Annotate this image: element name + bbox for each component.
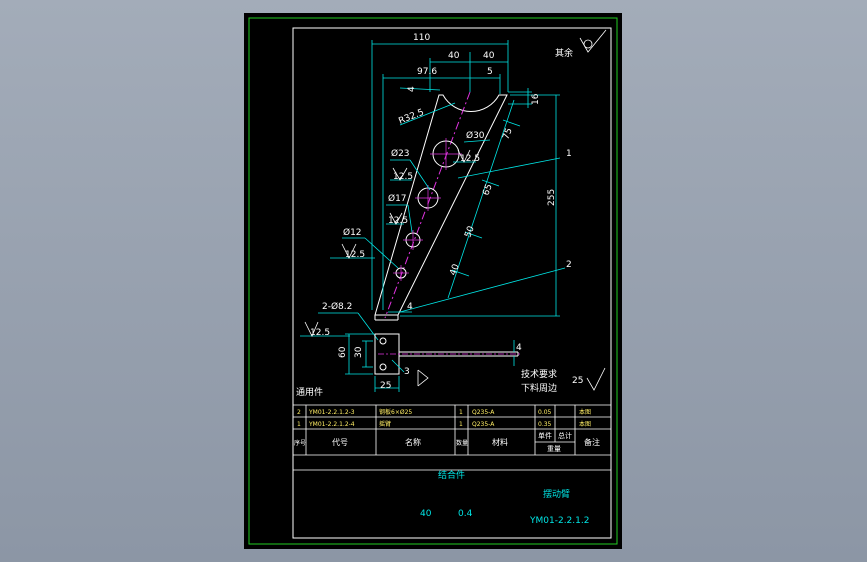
dim-4-top: 4 xyxy=(407,86,417,92)
requirement-text: 下料周边 xyxy=(521,382,557,394)
bom-table xyxy=(293,404,611,456)
roughness-value: 12.5 xyxy=(393,172,413,182)
assembly-label: 结合件 xyxy=(438,469,465,481)
general-part-label: 通用件 xyxy=(296,386,323,398)
part-name: 摆动臂 xyxy=(543,488,570,500)
callout-2: 2 xyxy=(566,260,572,270)
dim-60: 60 xyxy=(338,346,348,358)
bom-row-name: 钢板6×Ø25 xyxy=(379,408,412,416)
dim-dia30: Ø30 xyxy=(466,130,485,141)
bom-header-qty: 数量 xyxy=(456,439,468,447)
bom-row-qty: 1 xyxy=(459,421,463,428)
dim-65: 65 xyxy=(481,183,494,197)
dim-110: 110 xyxy=(413,33,430,43)
bom-header-total: 总计 xyxy=(558,431,572,440)
dimension-lines xyxy=(300,40,566,341)
bom-row-no: 2 xyxy=(297,409,301,416)
dim-5: 5 xyxy=(487,67,493,77)
drawing-number: YM01-2.2.1.2 xyxy=(529,516,589,526)
bom-header-code: 代号 xyxy=(332,437,348,447)
roughness-value: 12.5 xyxy=(460,154,480,164)
dim-50: 50 xyxy=(463,225,476,239)
drawing-sheet xyxy=(244,13,622,549)
dim-40-left: 40 xyxy=(448,51,460,61)
bom-row-code: YM01-2.2.1.2-4 xyxy=(308,421,355,428)
dim-255: 255 xyxy=(547,189,557,206)
callout-3: 3 xyxy=(404,367,410,377)
side-view-dims xyxy=(345,333,515,392)
sheet-border xyxy=(248,17,618,545)
dim-30: 30 xyxy=(354,346,364,358)
part-outline xyxy=(374,94,508,321)
dim-97-6: 97.6 xyxy=(417,67,437,77)
dim-dia23: Ø23 xyxy=(391,148,410,159)
dim-40-slant: 40 xyxy=(448,263,461,277)
dim-2-holes: 2-Ø8.2 xyxy=(322,301,352,312)
bom-row-code: YM01-2.2.1.2-3 xyxy=(308,409,355,416)
dim-40-right: 40 xyxy=(483,51,495,61)
bom-row-material: Q235-A xyxy=(472,421,495,428)
bom-row-single: 0.35 xyxy=(538,421,552,428)
dim-4-side: 4 xyxy=(516,343,522,353)
bom-header-single: 单件 xyxy=(538,431,552,440)
bom-row-single: 0.05 xyxy=(538,409,552,416)
drawing-frame xyxy=(292,27,612,539)
roughness-other-label: 其余 xyxy=(555,47,573,59)
roughness-value: 12.5 xyxy=(310,328,330,338)
dim-dia12: Ø12 xyxy=(343,227,362,238)
roughness-symbols xyxy=(304,29,607,391)
bom-row-no: 1 xyxy=(297,421,301,428)
roughness-value: 12.5 xyxy=(345,250,365,260)
roughness-value: 25 xyxy=(572,376,583,386)
bom-row-remark: 本图 xyxy=(579,420,591,428)
bom-row-material: Q235-A xyxy=(472,409,495,416)
dim-dia17: Ø17 xyxy=(388,193,407,204)
dim-16: 16 xyxy=(531,93,541,105)
bom-row-remark: 本图 xyxy=(579,408,591,416)
dim-4-bottom: 4 xyxy=(407,302,413,312)
callout-1: 1 xyxy=(566,149,572,159)
dim-25: 25 xyxy=(380,381,391,391)
bom-header-weight: 重量 xyxy=(547,445,561,453)
bom-row-qty: 1 xyxy=(459,409,463,416)
roughness-value: 12.5 xyxy=(388,216,408,226)
quantity-value: 40 xyxy=(420,509,432,519)
weight-value: 0.4 xyxy=(458,509,473,519)
bom-header-name: 名称 xyxy=(405,437,421,447)
technical-requirements: 技术要求 xyxy=(521,368,557,380)
dim-75: 75 xyxy=(501,127,514,141)
bom-row-name: 摇臂 xyxy=(379,420,391,428)
bom-header-material: 材料 xyxy=(492,437,508,447)
bom-header-no: 序号 xyxy=(294,439,306,447)
bom-header-remark: 备注 xyxy=(584,437,600,447)
